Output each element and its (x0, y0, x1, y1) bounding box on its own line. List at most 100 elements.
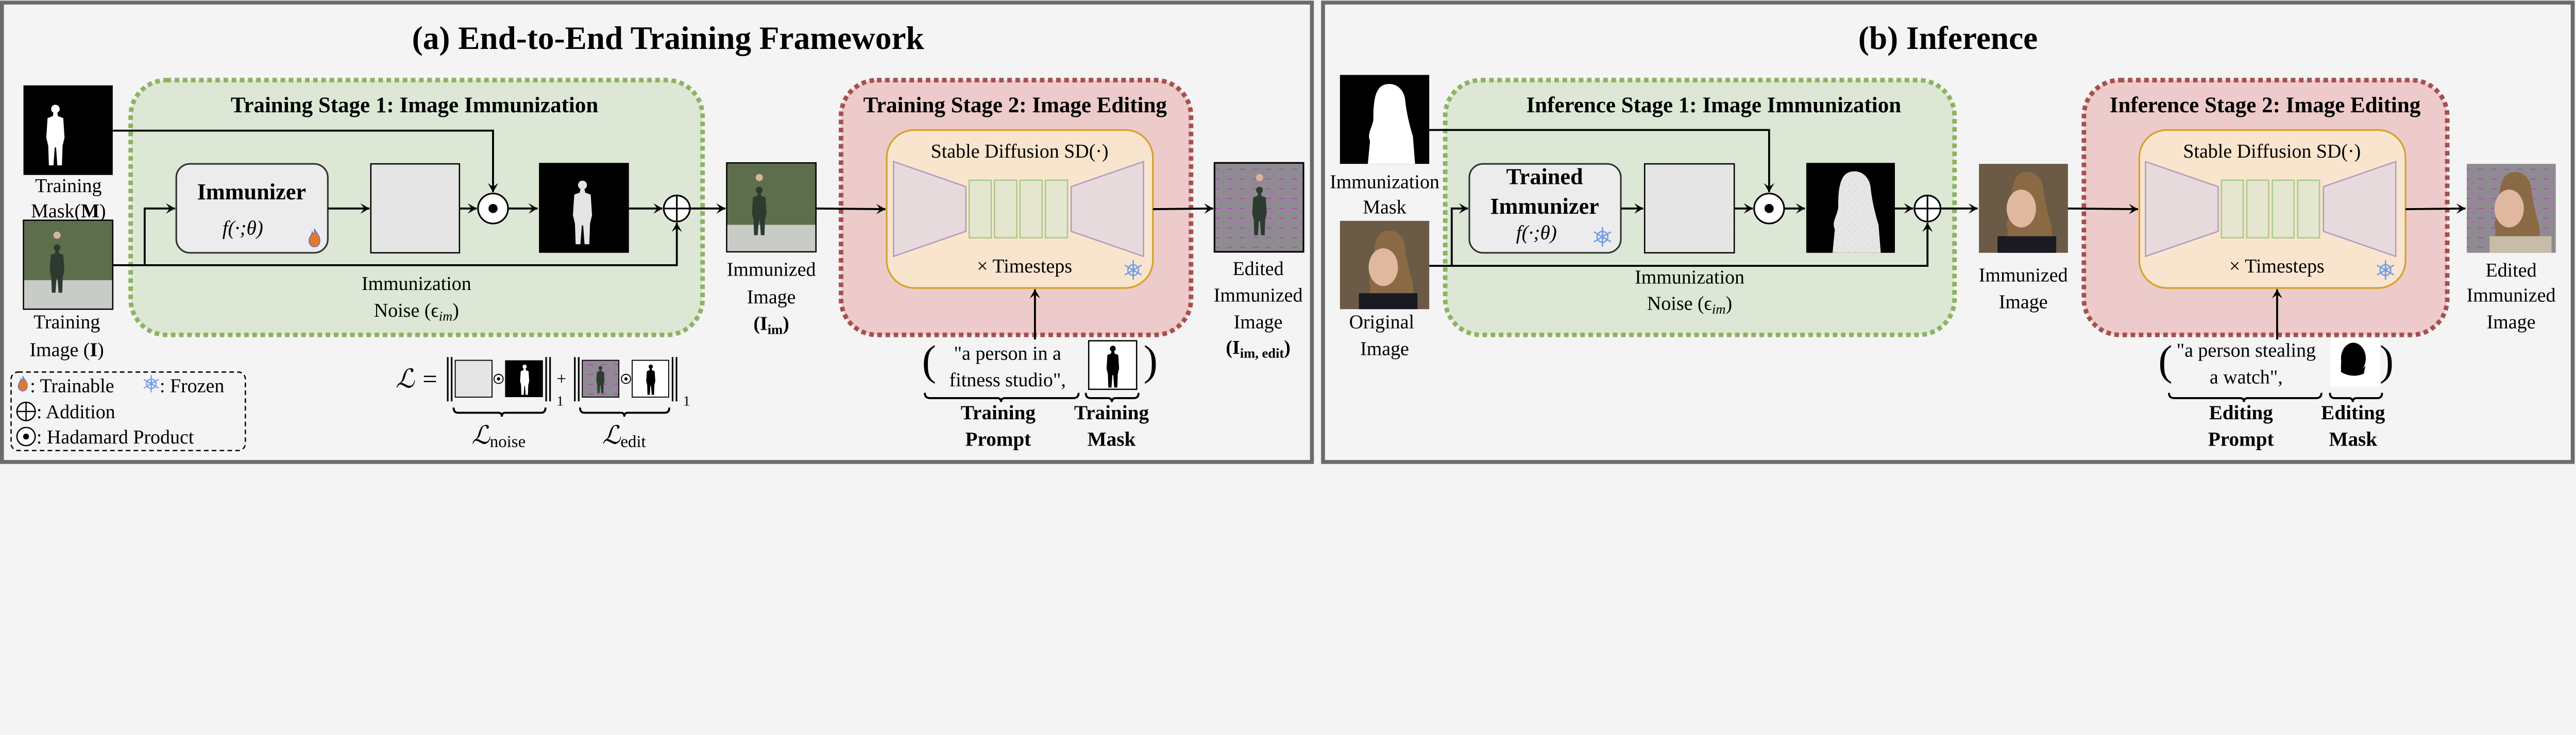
editing-mask-caption: Editing (2321, 402, 2385, 424)
training-prompt-text: "a person in a (954, 343, 1061, 364)
immunized-image (726, 162, 817, 253)
stable-diffusion-block: Stable Diffusion SD(·) × Timesteps (886, 129, 1154, 289)
immunization-mask-image (1340, 75, 1430, 164)
editing-prompt-text-line2: a watch", (2210, 366, 2283, 388)
loss-noise-thumbnail (454, 360, 493, 398)
inference-stage2-title: Inference Stage 2: Image Editing (2110, 93, 2421, 117)
edited-image-label: Edited (2486, 260, 2537, 281)
unet-block (1019, 179, 1043, 238)
loss-inverse-mask-thumbnail (632, 360, 669, 398)
hadamard-operator (1753, 193, 1785, 225)
noise-label: Immunization (362, 273, 471, 295)
prompt-brace (924, 392, 1080, 402)
edited-immunized-image (2467, 164, 2556, 253)
hadamard-operator (477, 193, 509, 225)
editing-prompt-caption-line2: Prompt (2208, 428, 2274, 450)
immunized-image-label: Immunized (1979, 264, 2068, 286)
masked-noise-image (539, 163, 629, 253)
training-mask-thumbnail (1088, 340, 1138, 390)
legend-frozen: : Frozen (160, 375, 224, 397)
prompt-close-paren: ) (1144, 337, 1158, 384)
immunizer-function: f(·;θ) (223, 217, 263, 239)
edited-image-label-line3: Image (1234, 312, 1283, 333)
editing-mask-thumbnail (2330, 337, 2380, 387)
training-image (23, 219, 114, 310)
addition-operator (1913, 194, 1942, 223)
unet-encoder (2145, 160, 2219, 258)
norm-subscript: 1 (683, 393, 690, 409)
hadamard-icon (16, 426, 36, 447)
edited-image-label-line2: Immunized (2467, 285, 2556, 306)
panel-b-border (1321, 1, 2575, 464)
training-prompt-text-line2: fitness studio", (950, 369, 1066, 391)
unet-block (2221, 179, 2244, 238)
editing-mask-caption-line2: Mask (2329, 428, 2377, 450)
immunized-image-label-line2: Image (1999, 291, 2048, 313)
training-image-label: Training (33, 312, 100, 333)
legend-addition: : Addition (37, 401, 115, 423)
loss-noise-term: ℒnoise (471, 421, 526, 451)
unet-block (2297, 179, 2320, 238)
edited-image-label-line3: Image (2487, 312, 2536, 333)
trained-immunizer-title: Trained (1506, 164, 1583, 189)
addition-icon (16, 401, 36, 421)
timesteps-label: × Timesteps (977, 255, 1072, 277)
training-mask-label-line2: Mask(M) (31, 200, 106, 222)
unet-block (968, 179, 992, 238)
immunized-image-label: Immunized (727, 259, 816, 281)
prompt-close-paren: ) (2380, 337, 2394, 384)
stage1-connectors (112, 129, 725, 266)
edited-image-symbol: (Iim, edit) (1226, 337, 1291, 361)
mask-brace (2329, 392, 2383, 402)
training-mask-caption: Training (1074, 402, 1149, 424)
editing-prompt-text: "a person stealing (2177, 340, 2316, 362)
panel-b-title: (b) Inference (1858, 20, 2038, 56)
panel-training-framework: (a) End-to-End Training Framework Traini… (0, 1, 1314, 464)
training-mask-caption-line2: Mask (1088, 428, 1136, 450)
inference-stage1-connectors (1429, 129, 1978, 267)
noise-label-line2: Noise (ϵim) (1647, 293, 1732, 317)
training-stage1-title: Training Stage 1: Image Immunization (231, 93, 599, 117)
edited-image-label-line2: Immunized (1214, 285, 1303, 306)
loss-lhs: ℒ = (396, 365, 438, 394)
immunized-image (1979, 164, 2068, 253)
timesteps-label: × Timesteps (2229, 255, 2325, 277)
unet-block (1044, 179, 1069, 238)
sd-label: Stable Diffusion SD(·) (2183, 141, 2361, 162)
loss-edited-thumbnail (582, 360, 620, 398)
noise-label: Immunization (1635, 266, 1744, 288)
legend: : Trainable : Frozen : Addition : Hadama… (10, 371, 246, 452)
immunizer-block: Immunizer f(·;θ) (175, 163, 329, 254)
mask-brace (1084, 392, 1140, 402)
trained-immunizer-block: Trained Immunizer f(·;θ) (1468, 163, 1622, 254)
prompt-open-paren: ( (922, 337, 936, 384)
original-image-label-line2: Image (1360, 338, 1409, 360)
immunized-image-label-line2: Image (747, 286, 796, 308)
addition-operator (663, 194, 691, 223)
immunization-mask-label: Immunization (1330, 172, 1439, 193)
panel-a-border (0, 1, 1314, 464)
inference-stage2-connectors (2067, 203, 2466, 340)
legend-hadamard: : Hadamard Product (37, 426, 194, 448)
training-mask-label: Training (35, 175, 101, 197)
stage2-connectors (816, 203, 1213, 340)
prompt-brace (2168, 392, 2323, 402)
prompt-open-paren: ( (2158, 337, 2172, 384)
loss-formula: ℒ = 1 + 1 ℒnoise ℒedit (396, 357, 690, 451)
unet-block (2246, 179, 2269, 238)
training-prompt-caption: Training (961, 402, 1036, 424)
legend-trainable: : Trainable (30, 375, 114, 397)
trained-immunizer-title-line2: Immunizer (1490, 194, 1599, 219)
panel-a-title: (a) End-to-End Training Framework (412, 20, 925, 56)
noise-label-line2: Noise (ϵim) (374, 300, 459, 324)
immunized-image-symbol: (Iim) (753, 313, 789, 337)
loss-edit-term: ℒedit (602, 421, 646, 451)
unet-decoder (2323, 160, 2397, 258)
unet-block (2272, 179, 2295, 238)
unet-decoder (1070, 160, 1144, 258)
loss-plus: + (556, 369, 566, 388)
original-image-label: Original (1349, 312, 1414, 333)
training-prompt-caption-line2: Prompt (965, 428, 1031, 450)
unet-encoder (893, 160, 967, 258)
panel-inference: (b) Inference Inference Stage 1: Image I… (1321, 1, 2575, 464)
